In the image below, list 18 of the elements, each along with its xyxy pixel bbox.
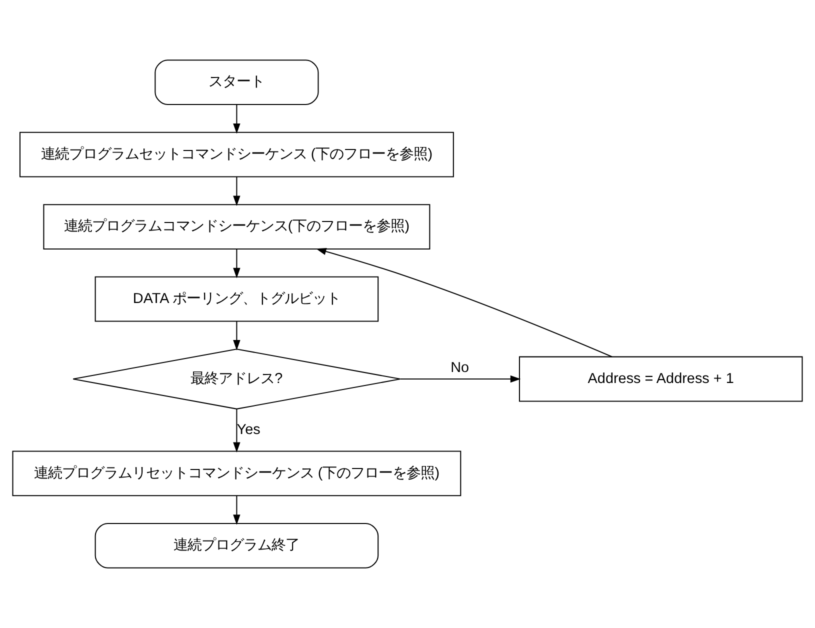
arrow	[233, 177, 240, 206]
node-box: 連続プログラムコマンドシーケンス(下のフローを参照)	[43, 204, 430, 250]
node-box: 連続プログラムセットコマンドシーケンス (下のフローを参照)	[19, 132, 454, 178]
edge-label: No	[450, 360, 470, 376]
arrow	[233, 104, 240, 134]
arrow	[400, 375, 521, 383]
arrow	[233, 321, 240, 350]
node-box: 連続プログラムリセットコマンドシーケンス (下のフローを参照)	[12, 450, 462, 496]
node-box: 連続プログラム終了	[94, 522, 379, 568]
edge-label: Yes	[236, 422, 260, 438]
arrow	[233, 496, 240, 525]
node-box: スタート	[154, 60, 319, 106]
arrow	[233, 409, 240, 453]
arrow	[316, 248, 612, 358]
node-box: DATA ポーリング、トグルビット	[94, 276, 379, 322]
node-box: Address = Address + 1	[518, 356, 803, 402]
arrow	[233, 249, 240, 278]
node-diamond: 最終アドレス?	[72, 348, 401, 410]
